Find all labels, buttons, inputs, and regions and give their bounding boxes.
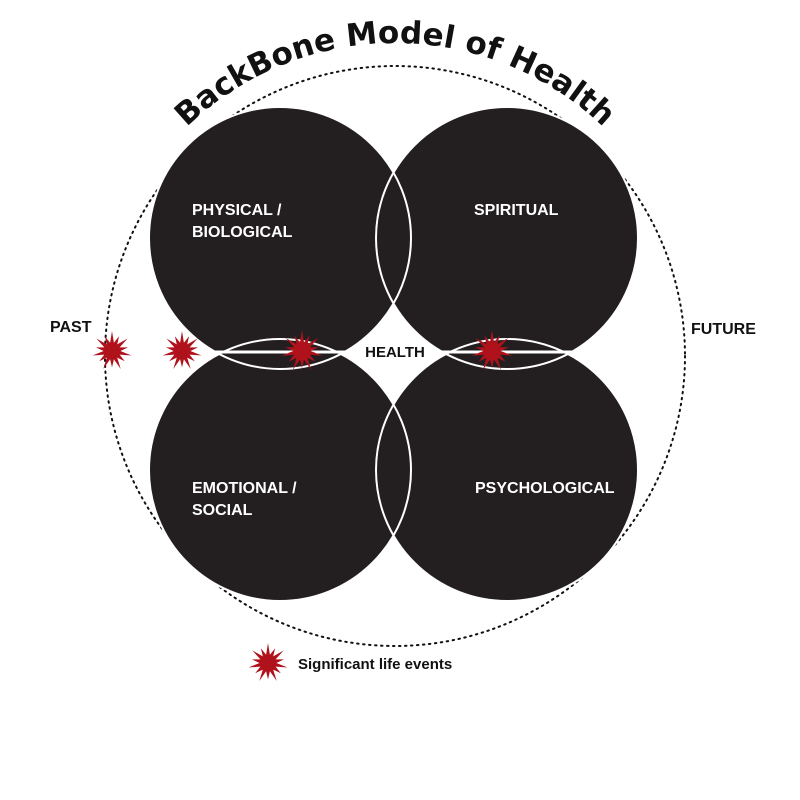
spiritual-outline [375, 106, 639, 370]
starburst-icon [281, 330, 323, 370]
emotional-outline [148, 338, 412, 602]
emotional-label-line2: SOCIAL [192, 502, 253, 519]
physical-circle [149, 107, 411, 369]
past-label: PAST [50, 319, 92, 336]
spiritual-label-line1: SPIRITUAL [474, 202, 559, 219]
starburst-icon [162, 331, 202, 369]
spiritual-circle [376, 107, 638, 369]
physical-label-line2: BIOLOGICAL [192, 224, 293, 241]
outer-dotted-circle [104, 65, 686, 647]
physical-label: PHYSICAL / BIOLOGICAL [192, 202, 293, 241]
event-markers [92, 330, 513, 370]
legend-starburst-icon [248, 643, 288, 681]
legend: Significant life events [248, 643, 452, 681]
physical-outline [148, 106, 412, 370]
spiritual-label: SPIRITUAL [474, 202, 559, 219]
emotional-label-line1: EMOTIONAL / [192, 480, 297, 497]
physical-label-line1: PHYSICAL / [192, 202, 282, 219]
future-label: FUTURE [691, 321, 756, 338]
starburst-icon [471, 330, 513, 370]
psychological-circle [376, 339, 638, 601]
overlap-outlines [148, 106, 639, 602]
psychological-label-line1: PSYCHOLOGICAL [475, 480, 615, 497]
emotional-circle [149, 339, 411, 601]
legend-label: Significant life events [298, 656, 452, 673]
starburst-icon [92, 331, 132, 369]
health-label: HEALTH [365, 344, 425, 361]
emotional-label: EMOTIONAL / SOCIAL [192, 480, 301, 519]
domain-circles [149, 107, 638, 601]
psychological-label: PSYCHOLOGICAL [475, 480, 615, 497]
